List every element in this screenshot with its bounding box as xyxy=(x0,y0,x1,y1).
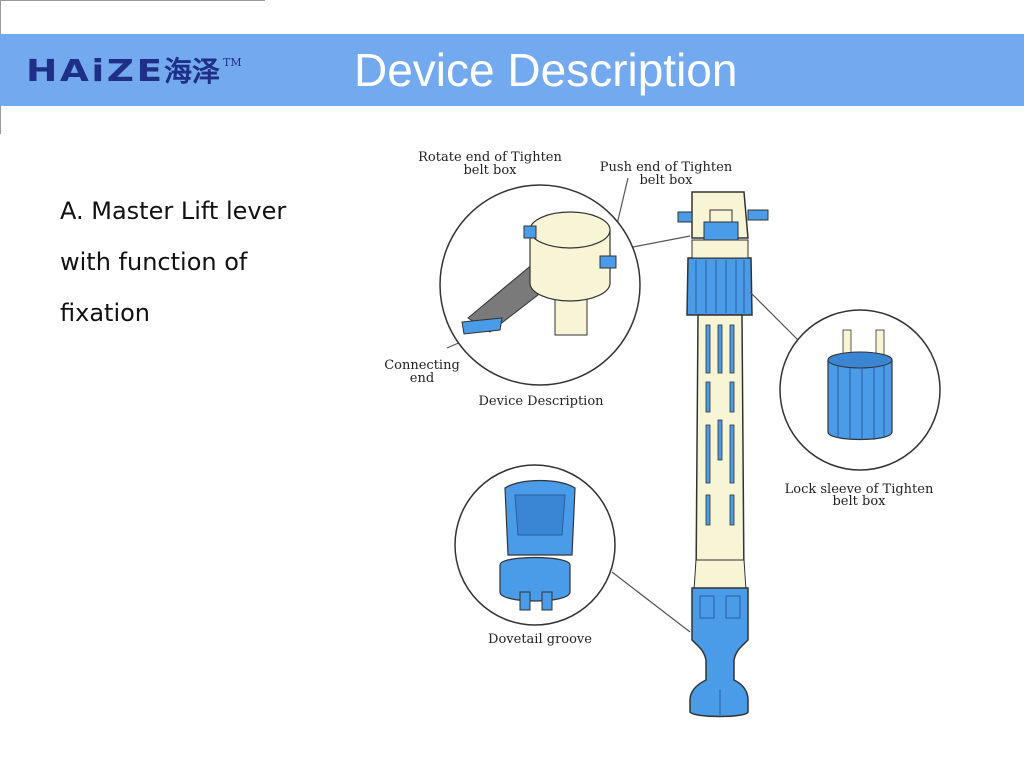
top-border-line xyxy=(0,0,265,1)
logo-text: HAiZE xyxy=(26,54,165,89)
logo-chinese-text: 海泽 xyxy=(164,55,221,88)
detail-circle-right xyxy=(779,309,941,471)
trademark-mark: TM xyxy=(223,56,242,69)
main-device xyxy=(677,191,769,718)
label-connecting-line2: end xyxy=(410,371,434,386)
body-text-line-2: with function of xyxy=(60,248,248,276)
body-text: A. Master Lift lever with function of fi… xyxy=(60,186,360,339)
device-right-pin xyxy=(747,209,769,221)
label-dovetail-groove: Dovetail groove xyxy=(488,632,592,647)
body-text-line-1: A. Master Lift lever xyxy=(60,197,287,225)
label-connecting-line1: Connecting xyxy=(384,358,460,373)
device-shaft-slots xyxy=(705,324,735,526)
label-push-end-line2: belt box xyxy=(639,173,693,188)
device-top-window xyxy=(709,209,733,223)
header-bar: HAiZE 海泽 TM Device Description xyxy=(0,34,1024,106)
detail-circle-bottom xyxy=(454,464,616,626)
label-rotate-end-line1: Rotate end of Tighten xyxy=(418,150,562,165)
label-device-description: Device Description xyxy=(478,394,604,409)
device-bottom-handle xyxy=(689,587,749,718)
label-rotate-end-line2: belt box xyxy=(463,163,517,178)
label-lock-sleeve-line2: belt box xyxy=(832,494,886,509)
detail-circle-top xyxy=(439,184,641,386)
device-collar xyxy=(691,239,749,259)
device-grip xyxy=(693,559,747,591)
label-push-end-line1: Push end of Tighten xyxy=(600,160,733,175)
device-left-pin xyxy=(677,211,693,223)
device-top-slot xyxy=(703,221,739,243)
slide-title: Device Description xyxy=(354,44,738,96)
label-lock-sleeve-line1: Lock sleeve of Tighten xyxy=(785,482,934,497)
device-lock-sleeve xyxy=(686,257,753,316)
haize-logo: HAiZE 海泽 TM xyxy=(26,54,242,90)
body-text-line-3: fixation xyxy=(60,299,150,327)
